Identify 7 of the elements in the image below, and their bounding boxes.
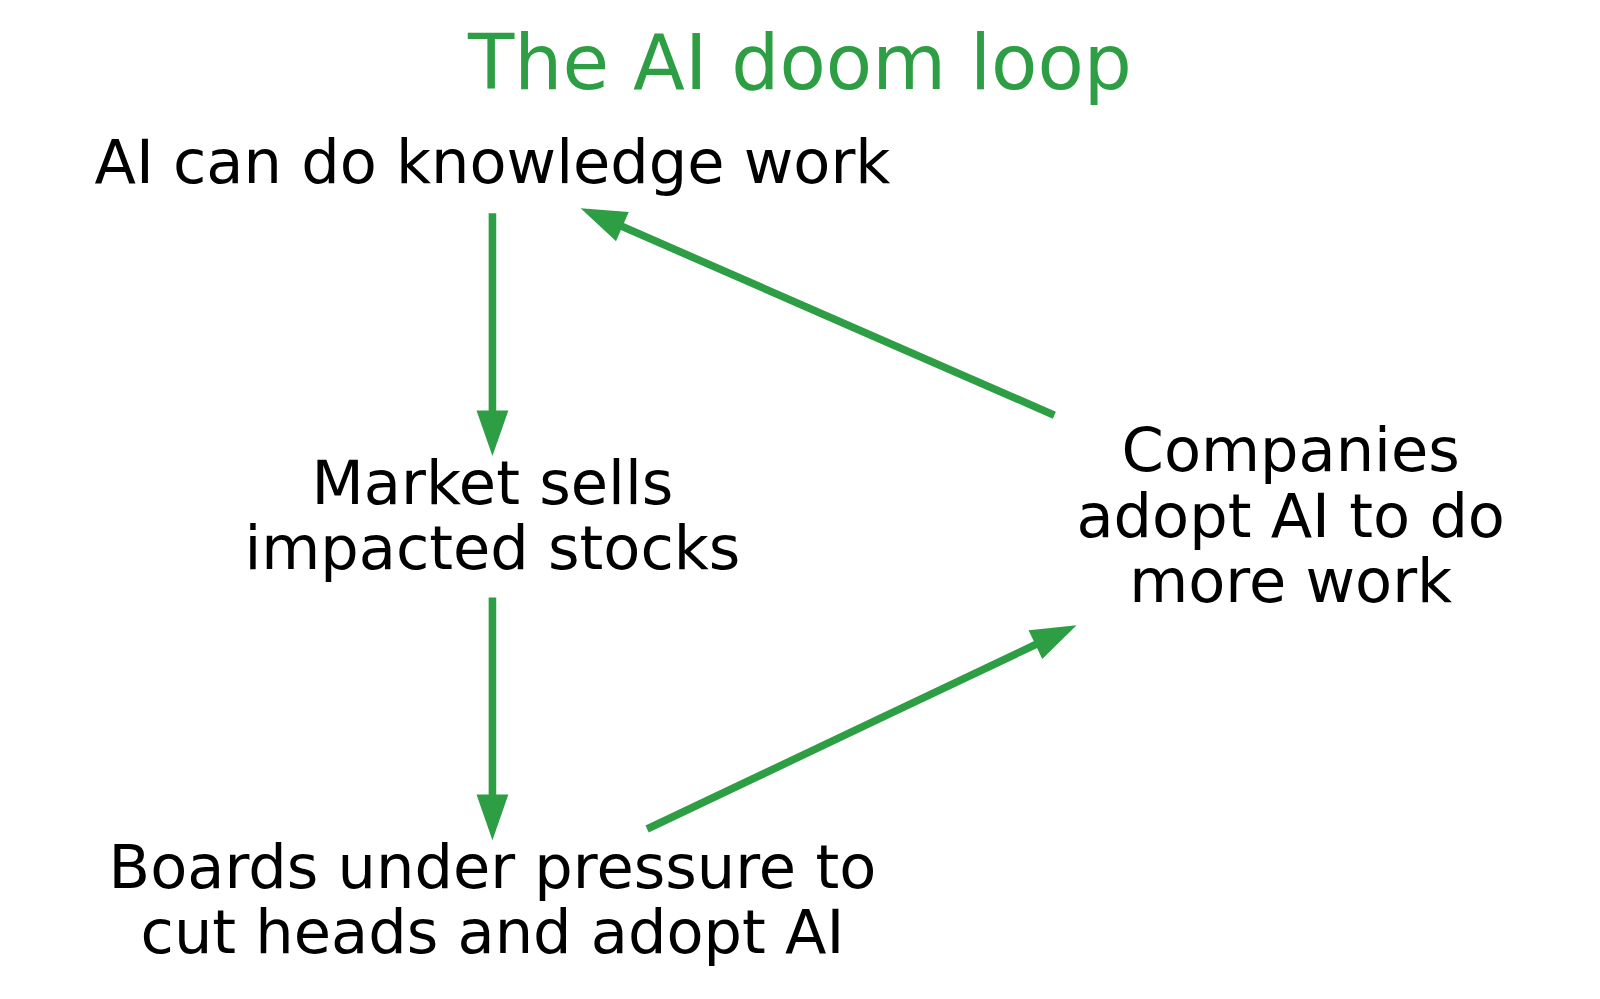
arrow — [580, 208, 1056, 419]
arrow — [645, 625, 1077, 833]
node-text: AI can do knowledge work — [94, 126, 891, 197]
node-text: Companies adopt AI to do more work — [1076, 414, 1505, 617]
diagram-title: The AI doom loop — [468, 19, 1132, 107]
node-text: Boards under pressure to cut heads and adopt AI — [108, 831, 877, 968]
node-text: Market sells impacted stocks — [244, 447, 741, 584]
